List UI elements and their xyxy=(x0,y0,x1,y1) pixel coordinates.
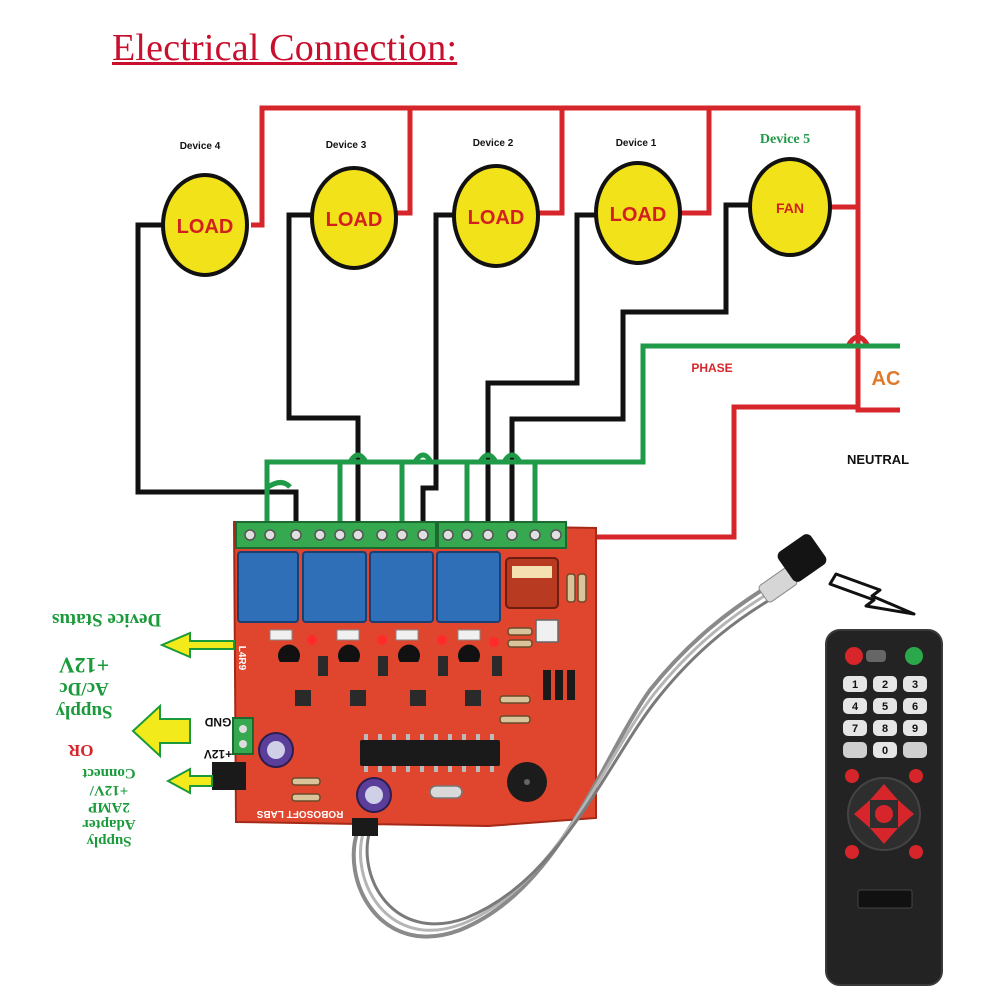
remote-keypad: 1 2 3 4 5 6 7 8 9 0 xyxy=(843,676,927,758)
device-3-name: Device 3 xyxy=(326,140,367,151)
ac-label: AC xyxy=(872,368,901,390)
adapter-note-line: Adapter xyxy=(82,816,136,832)
svg-text:8: 8 xyxy=(882,723,888,735)
supply-note-line: Supply xyxy=(55,701,113,722)
board-brand: ROBOSOFT LABS xyxy=(256,808,343,819)
remote-power-button[interactable] xyxy=(845,647,863,665)
ir-remote: 1 2 3 4 5 6 7 8 9 0 xyxy=(825,629,943,986)
svg-text:LOAD: LOAD xyxy=(326,209,383,231)
remote-window xyxy=(857,889,913,909)
relay-2 xyxy=(302,551,367,623)
svg-text:1: 1 xyxy=(852,679,858,691)
svg-text:0: 0 xyxy=(882,745,888,757)
svg-text:7: 7 xyxy=(852,723,858,735)
terminal-block-right xyxy=(437,521,567,549)
terminal-gnd-label: GND xyxy=(204,715,231,729)
phase-label: PHASE xyxy=(691,361,732,375)
svg-text:LOAD: LOAD xyxy=(610,204,667,226)
adapter-note-line: Supply xyxy=(86,833,132,849)
relay-4 xyxy=(436,551,501,623)
svg-text:3: 3 xyxy=(912,679,918,691)
dc-jack xyxy=(212,762,246,790)
adapter-note-line: Connect xyxy=(82,765,136,781)
load-device-3: LOAD xyxy=(310,166,398,270)
supply-note-line: Ac/Dc xyxy=(59,678,109,699)
relay-1 xyxy=(237,551,299,623)
board-model: L4R9 xyxy=(236,646,247,671)
remote-mute-button[interactable] xyxy=(905,647,923,665)
svg-text:FAN: FAN xyxy=(776,200,804,216)
relay-controller-board: +12V GND ROBOSOFT LABS L4R9 xyxy=(204,520,597,828)
ir-sensor xyxy=(758,534,827,603)
svg-text:LOAD: LOAD xyxy=(177,216,234,238)
wire-crossing xyxy=(845,334,871,348)
device-status-arrow xyxy=(159,631,235,659)
svg-text:LOAD: LOAD xyxy=(468,207,525,229)
sensor-cable xyxy=(351,583,780,939)
terminal-12v-label: +12V xyxy=(204,747,232,761)
remote-dpad[interactable] xyxy=(847,777,921,851)
adapter-note: Supply Adapter 2AMP +12V/ Connect xyxy=(54,764,164,849)
svg-text:5: 5 xyxy=(882,701,888,713)
device-4-name: Device 4 xyxy=(180,141,221,152)
adapter-note-line: +12V/ xyxy=(89,782,129,798)
device-status-note: Device Status xyxy=(52,609,162,630)
device-2-name: Device 2 xyxy=(473,138,514,149)
power-terminal xyxy=(232,717,254,755)
page-title: Electrical Connection: xyxy=(112,27,458,69)
device-1-name: Device 1 xyxy=(616,138,657,149)
ir-signal-icon xyxy=(828,572,916,616)
wire-hops xyxy=(347,452,523,464)
device-5-name: Device 5 xyxy=(760,132,810,147)
load-device-2: LOAD xyxy=(452,164,540,268)
svg-text:9: 9 xyxy=(912,723,918,735)
control-wires xyxy=(264,343,900,533)
supply-note: Supply Ac/Dc +12V xyxy=(34,653,134,723)
load-device-4: LOAD xyxy=(161,173,249,277)
adapter-arrow xyxy=(165,767,213,795)
svg-text:4: 4 xyxy=(852,701,859,713)
supply-note-line: +12V xyxy=(58,653,110,678)
microcontroller-ic xyxy=(360,740,500,766)
adapter-note-line: 2AMP xyxy=(88,799,130,815)
relay-3 xyxy=(369,551,434,623)
supply-arrow-big xyxy=(131,703,191,759)
remote-red-buttons[interactable] xyxy=(845,769,923,859)
load-device-5-fan: FAN xyxy=(748,157,832,257)
neutral-label: NEUTRAL xyxy=(847,452,909,467)
load-device-1: LOAD xyxy=(594,161,682,265)
phase-wires xyxy=(251,105,900,540)
svg-text:6: 6 xyxy=(912,701,918,713)
or-note: OR xyxy=(68,741,94,760)
svg-text:2: 2 xyxy=(882,679,888,691)
